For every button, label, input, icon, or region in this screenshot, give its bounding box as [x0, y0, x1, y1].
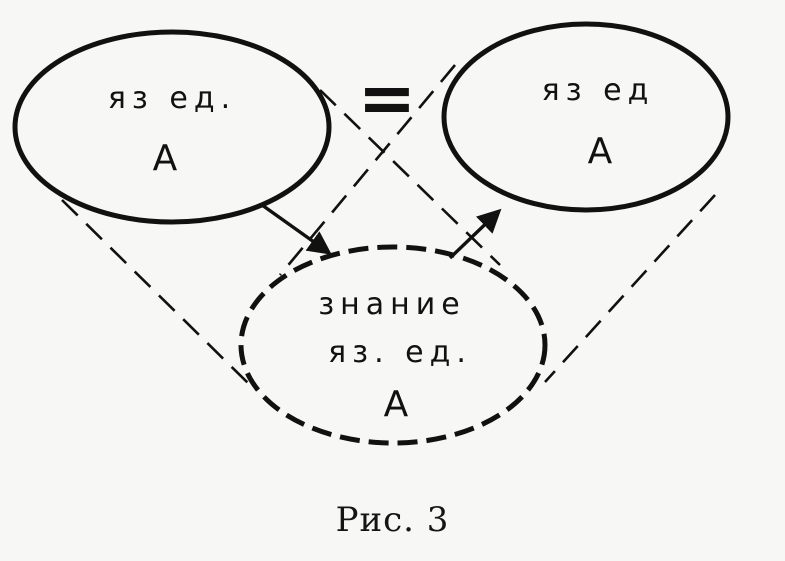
arrow-bottom-to-right: [448, 208, 502, 260]
left-ellipse: [12, 29, 332, 225]
bottom-node-line2: яз. ед.: [328, 335, 472, 370]
right-node-line2: А: [588, 131, 613, 172]
left-node: яз ед. А: [12, 29, 332, 225]
figure-caption: Рис. 3: [335, 500, 450, 540]
connector-left-to-bottom-left: [61, 199, 251, 386]
right-node: яз ед А: [441, 21, 731, 213]
left-node-line2: А: [153, 138, 178, 179]
right-node-line1: яз ед: [542, 73, 655, 108]
right-ellipse: [441, 21, 731, 213]
bottom-node-line1: знание: [318, 287, 466, 322]
left-node-line1: яз ед.: [108, 81, 236, 116]
bottom-node: знание яз. ед. А: [238, 244, 548, 446]
connector-right-to-bottom-right: [544, 194, 716, 383]
equals-sign: =: [358, 57, 417, 139]
bottom-ellipse: [238, 244, 548, 446]
knowledge-diagram: яз ед. А яз ед А знание яз. ед. А =: [12, 21, 731, 446]
solid-arrows: [261, 203, 502, 260]
bottom-node-line3: А: [384, 384, 409, 425]
cross-line-left-to-right-bottom: [319, 89, 501, 266]
dashed-connectors: [61, 64, 716, 386]
arrow-left-to-bottom: [261, 203, 332, 255]
cross-line-right-to-left-bottom: [279, 64, 456, 276]
